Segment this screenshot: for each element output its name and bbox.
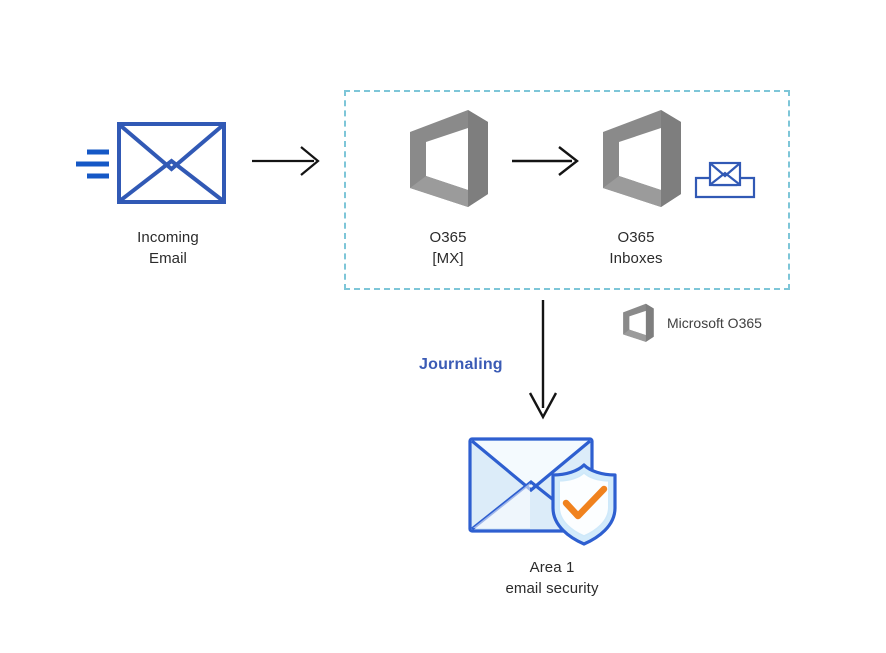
edge-label-journaling: Journaling bbox=[419, 356, 503, 373]
edge-mx-to-inboxes-arrow bbox=[512, 144, 584, 178]
node-o365-mx bbox=[404, 108, 492, 210]
node-o365-inboxes bbox=[597, 108, 685, 210]
label-area-1-email-security: Area 1 email security bbox=[505, 559, 599, 597]
inbox-tray-envelope-icon bbox=[694, 161, 756, 199]
label-o365-mx: O365 [MX] bbox=[429, 229, 467, 267]
legend-label-microsoft-o365: Microsoft O365 bbox=[667, 315, 762, 331]
microsoft-o365-zone-boundary bbox=[344, 90, 790, 290]
edge-incoming-to-mx-arrow bbox=[252, 144, 324, 178]
label-incoming-email: Incoming Email bbox=[137, 229, 199, 267]
envelope-with-motion-lines-icon bbox=[76, 122, 226, 204]
label-o365-inboxes: O365 Inboxes bbox=[609, 229, 663, 267]
office-365-logo-icon bbox=[623, 303, 654, 342]
office-365-logo-icon bbox=[603, 110, 681, 207]
envelope-with-shield-check-icon bbox=[468, 437, 617, 546]
node-incoming-email bbox=[74, 118, 234, 210]
edge-inboxes-to-area1-arrow bbox=[525, 300, 561, 422]
office-365-logo-icon bbox=[410, 110, 488, 207]
legend-office-365 bbox=[620, 303, 656, 343]
node-area-1-email-security bbox=[466, 434, 638, 550]
node-inbox-tray bbox=[694, 159, 756, 201]
